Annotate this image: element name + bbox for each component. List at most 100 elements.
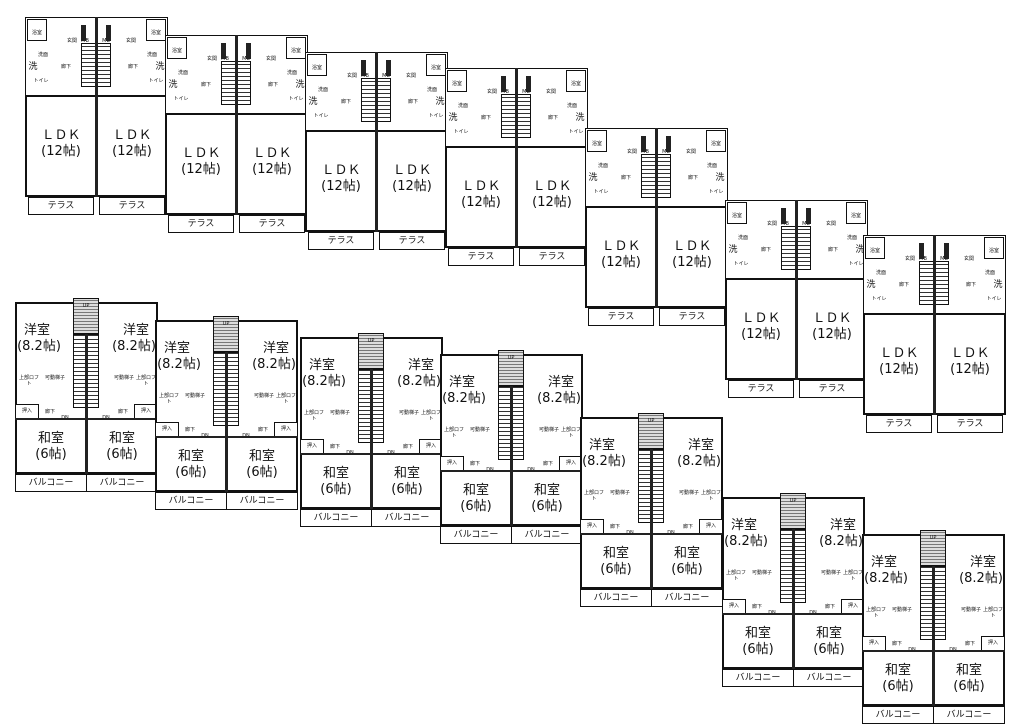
japanese-room-name: 和室: [602, 546, 629, 561]
washer-label: 洗: [155, 62, 165, 72]
western-room-name: 洋室: [407, 358, 434, 373]
entrance-label: 玄関: [963, 256, 974, 262]
hall-label: 廊下: [60, 64, 71, 70]
hall-label: 廊下: [547, 115, 558, 121]
hall-label: 廊下: [824, 604, 835, 610]
terrace-label: テラス: [47, 201, 75, 211]
hall-label: 廊下: [44, 409, 55, 415]
closet-label: 押入: [280, 426, 291, 432]
ldk-name: ＬＤＫ: [741, 311, 781, 326]
loft-label: 上部ロフト: [159, 393, 180, 405]
meter-box-label: MB: [221, 56, 229, 62]
washroom-label: 洗面: [177, 70, 188, 76]
balcony-label: バルコニー: [664, 593, 710, 603]
meter-box-label: MB: [940, 256, 948, 262]
wall: [501, 76, 506, 92]
balcony-label: バルコニー: [239, 496, 285, 506]
toilet-label: トイレ: [173, 96, 189, 102]
wall: [526, 76, 531, 92]
closet-label: 押入: [140, 408, 151, 414]
ldk-size: (12帖): [879, 362, 919, 377]
meter-box-label: MB: [242, 56, 250, 62]
terrace-label: テラス: [818, 384, 846, 394]
meter-box-label: MB: [501, 89, 509, 95]
up-label: UP: [222, 321, 230, 327]
western-room-name: 洋室: [687, 438, 714, 453]
lower-unit-pair: 洋室(8.2帖)上部ロフト可動梯子押入廊下DN和室(6帖)バルコニー洋室(8.2…: [722, 493, 865, 687]
party-wall: [932, 566, 935, 706]
entrance-label: 玄関: [346, 73, 357, 79]
japanese-room-size: (6帖): [320, 482, 352, 497]
hall-label: 廊下: [891, 641, 902, 647]
entrance-label: 玄関: [904, 256, 915, 262]
stair-landing: [638, 413, 664, 449]
lower-unit-pair: 洋室(8.2帖)上部ロフト可動梯子押入廊下DN和室(6帖)バルコニー洋室(8.2…: [155, 316, 298, 510]
terrace: [379, 232, 445, 250]
ladder-label: 可動梯子: [892, 607, 913, 613]
western-room-name: 洋室: [829, 518, 856, 533]
up-label: UP: [647, 418, 655, 424]
washroom-label: 洗面: [286, 70, 297, 76]
meter-box-label: MB: [802, 221, 810, 227]
washer-label: 洗: [435, 97, 445, 107]
wall: [781, 208, 786, 224]
loft-label: 上部ロフト: [561, 427, 582, 439]
party-wall: [370, 369, 373, 509]
bathroom: [984, 237, 1004, 259]
japanese-room-size: (6帖): [175, 465, 207, 480]
loft-label: 上部ロフト: [136, 375, 157, 387]
ldk-name: ＬＤＫ: [181, 146, 221, 161]
terrace: [239, 215, 305, 233]
closet-label: 押入: [21, 408, 32, 414]
terrace-label: テラス: [258, 219, 286, 229]
party-wall: [510, 386, 513, 526]
lower-unit-pair: 洋室(8.2帖)上部ロフト可動梯子押入廊下DN和室(6帖)バルコニー洋室(8.2…: [15, 298, 158, 492]
ldk-name: ＬＤＫ: [112, 128, 152, 143]
terrace-label: テラス: [398, 236, 426, 246]
western-room-name: 洋室: [448, 375, 475, 390]
wall: [919, 243, 924, 259]
entrance-label: 玄関: [486, 89, 497, 95]
washroom-label: 洗面: [597, 163, 608, 169]
party-wall: [95, 17, 98, 197]
hall-label: 廊下: [127, 64, 138, 70]
bathroom: [587, 130, 607, 152]
ldk-name: ＬＤＫ: [461, 179, 501, 194]
balcony-label: バルコニー: [313, 513, 359, 523]
hall-label: 廊下: [480, 115, 491, 121]
balcony-label: バルコニー: [735, 673, 781, 683]
ladder-label: 可動梯子: [539, 427, 560, 433]
washer-label: 洗: [308, 97, 318, 107]
bathroom-label: 浴室: [731, 213, 742, 219]
washroom-label: 洗面: [426, 87, 437, 93]
western-room-size: (8.2帖): [112, 339, 156, 354]
japanese-room-name: 和室: [177, 449, 204, 464]
up-label: UP: [929, 535, 937, 541]
western-room-size: (8.2帖): [582, 454, 626, 469]
wall: [15, 418, 87, 420]
western-room-size: (8.2帖): [442, 391, 486, 406]
meter-box-label: MB: [361, 73, 369, 79]
loft-label: 上部ロフト: [866, 607, 887, 619]
bathroom-label: 浴室: [988, 248, 999, 254]
ladder-label: 可動梯子: [679, 490, 700, 496]
washer-label: 洗: [728, 245, 738, 255]
western-room-size: (8.2帖): [959, 571, 1003, 586]
toilet-label: トイレ: [148, 78, 164, 84]
washroom-label: 洗面: [37, 52, 48, 58]
japanese-room-size: (6帖): [742, 642, 774, 657]
ldk-room: [305, 130, 377, 232]
western-room-size: (8.2帖): [157, 357, 201, 372]
ldk-size: (12帖): [392, 179, 432, 194]
toilet-label: トイレ: [986, 296, 1002, 302]
ldk-room: [165, 113, 237, 215]
party-wall: [375, 52, 378, 232]
balcony: [933, 706, 1005, 724]
japanese-room-size: (6帖): [671, 562, 703, 577]
wall: [944, 243, 949, 259]
party-wall: [235, 35, 238, 215]
washroom-label: 洗面: [146, 52, 157, 58]
